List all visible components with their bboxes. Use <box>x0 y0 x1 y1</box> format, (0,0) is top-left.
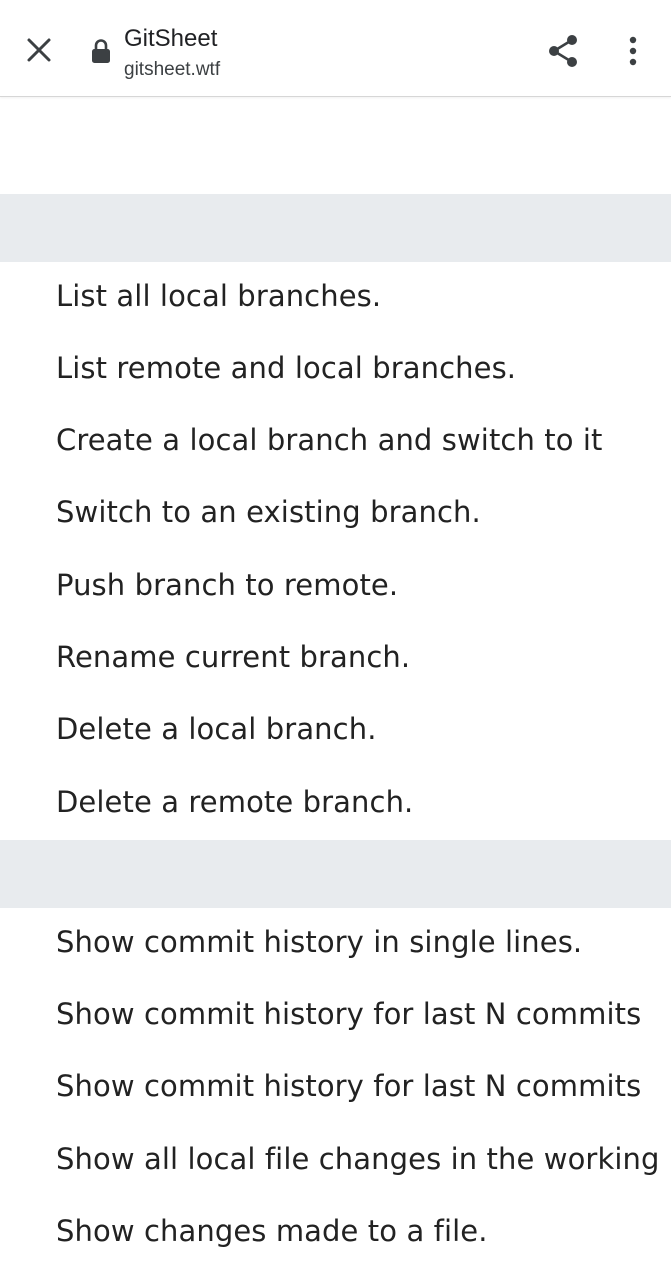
list-item[interactable]: Show changes made to a file. <box>56 1214 488 1248</box>
list-item[interactable]: Push branch to remote. <box>56 568 399 602</box>
lock-icon <box>92 39 110 63</box>
list-item[interactable]: Show all local file changes in the worki… <box>56 1142 660 1176</box>
list-item[interactable]: Create a local branch and switch to it <box>56 423 603 457</box>
list-item[interactable]: List remote and local branches. <box>56 351 517 385</box>
list-item[interactable]: Show commit history for last N commits <box>56 1069 642 1103</box>
share-icon[interactable] <box>545 33 581 69</box>
list-item[interactable]: Rename current branch. <box>56 640 411 674</box>
list-item[interactable]: List all local branches. <box>56 279 382 313</box>
list-item[interactable]: Delete a remote branch. <box>56 785 414 819</box>
page-title: GitSheet <box>124 25 218 52</box>
close-button[interactable] <box>22 33 56 67</box>
section-header-band <box>0 194 671 262</box>
list-item[interactable]: Show commit history for last N commits <box>56 997 642 1031</box>
list-item[interactable]: Switch to an existing branch. <box>56 495 481 529</box>
section-header-band <box>0 840 671 908</box>
list-item[interactable]: Delete a local branch. <box>56 712 377 746</box>
custom-tab-toolbar: GitSheet gitsheet.wtf <box>0 0 671 97</box>
close-icon <box>27 38 51 62</box>
page-url[interactable]: gitsheet.wtf <box>124 59 221 80</box>
list-item[interactable]: Show commit history in single lines. <box>56 925 583 959</box>
more-vert-icon[interactable] <box>620 35 646 67</box>
